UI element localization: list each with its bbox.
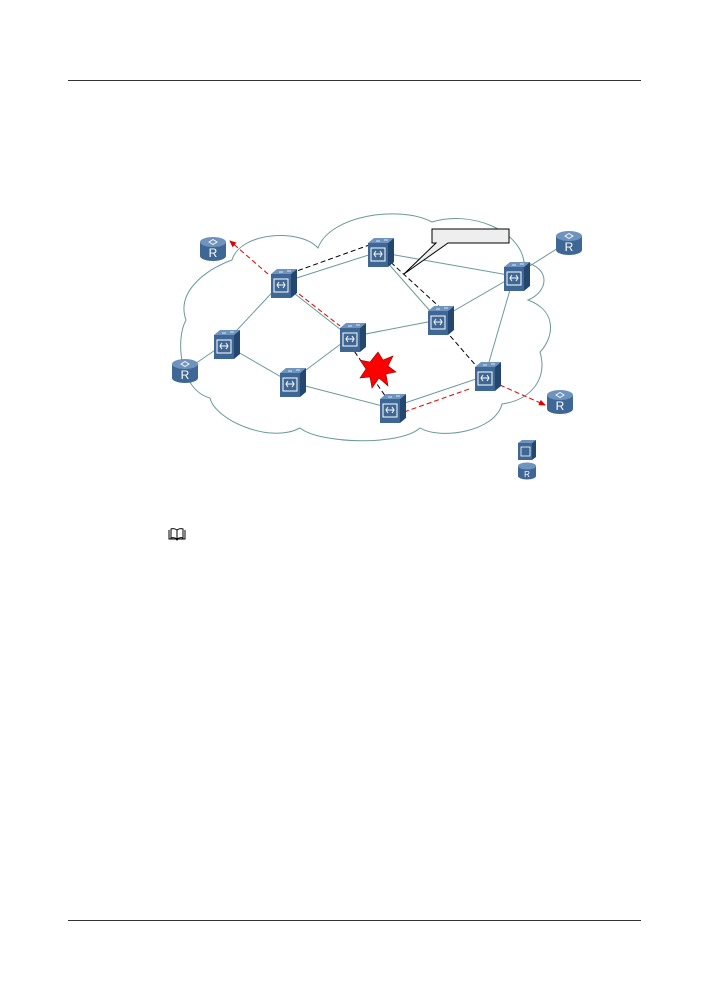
switch-icon [367, 237, 395, 268]
header-rule [68, 80, 641, 81]
switch-icon [339, 322, 367, 353]
legend [517, 439, 537, 480]
router-icon [171, 358, 199, 384]
switch-icon [213, 329, 241, 360]
router-icon [555, 230, 583, 256]
book-icon [168, 528, 186, 541]
legend-router-icon [518, 462, 536, 480]
footer-rule [68, 920, 641, 921]
network-cloud [180, 213, 551, 442]
switch-icon [503, 261, 531, 292]
callout [403, 228, 510, 275]
legend-switch-icon [517, 439, 537, 461]
fault-icon [359, 351, 397, 389]
router-icon [546, 389, 574, 415]
switch-icon [427, 305, 455, 336]
switch-icon [474, 361, 502, 392]
router-icon [199, 236, 227, 262]
switch-icon [279, 367, 307, 398]
backup-path [229, 240, 546, 413]
switch-icon [270, 268, 298, 299]
switch-icon [379, 393, 407, 424]
